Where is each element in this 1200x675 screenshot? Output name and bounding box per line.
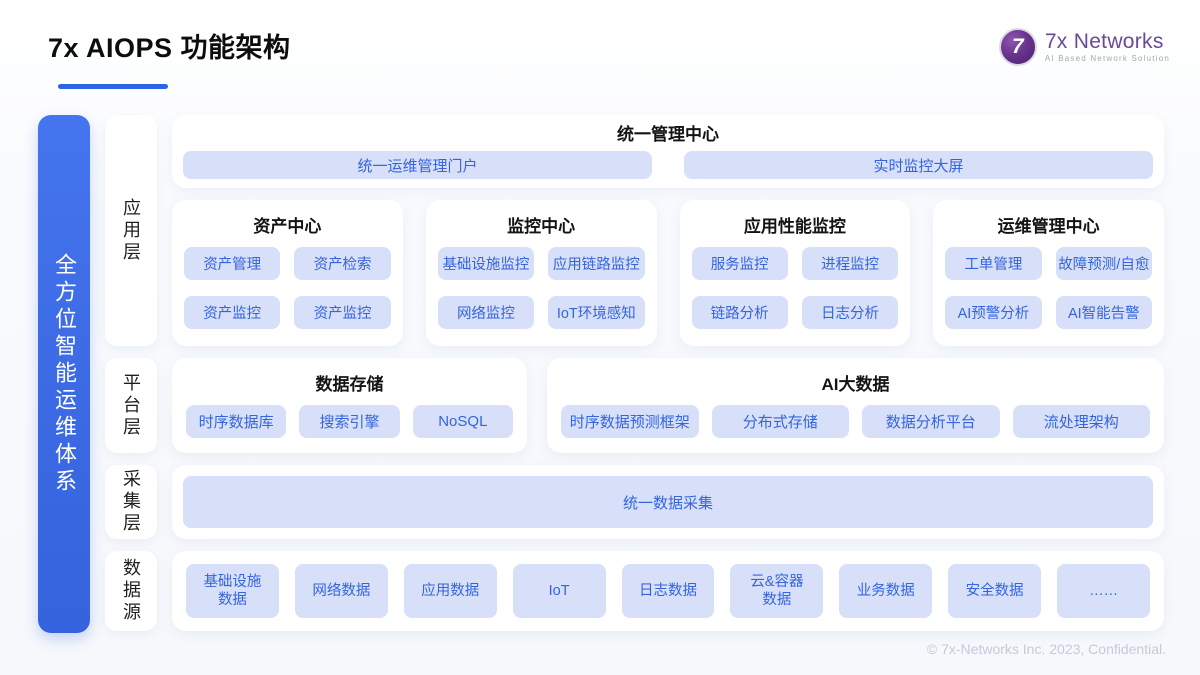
title-underline	[58, 84, 168, 89]
logo-text: 7x Networks AI Based Network Solution	[1045, 31, 1170, 63]
logo-name: 7x Networks	[1044, 30, 1164, 53]
card-items: 时序数据库 搜索引擎 NoSQL	[186, 405, 513, 438]
card-asset-center: 资产中心 资产管理 资产检索 资产监控 资产监控	[172, 200, 403, 346]
card-monitor-center: 监控中心 基础设施监控 应用链路监控 网络监控 IoT环境感知	[425, 200, 657, 346]
chip-iot: IoT	[512, 564, 606, 618]
layer-label: 数据源	[121, 558, 141, 624]
layer-platform: 平台层	[105, 358, 157, 453]
card-items: 服务监控 进程监控 链路分析 日志分析	[691, 247, 899, 329]
card-title: 数据存储	[315, 375, 384, 394]
chip: IoT环境感知	[548, 296, 645, 329]
app-layer-cards: 资产中心 资产管理 资产检索 资产监控 资产监控 监控中心 基础设施监控 应用链…	[172, 200, 1164, 346]
chip-security-data: 安全数据	[948, 564, 1042, 618]
card-data-storage: 数据存储 时序数据库 搜索引擎 NoSQL	[172, 358, 527, 453]
chip: 资产检索	[294, 247, 391, 280]
chip: 进程监控	[801, 247, 899, 280]
card-title: 监控中心	[507, 217, 576, 236]
copyright-footer: © 7x-Networks Inc. 2023, Confidential.	[926, 641, 1166, 657]
card-unified-mgmt: 统一管理中心 统一运维管理门户 实时监控大屏	[172, 115, 1164, 188]
layer-collection: 采集层	[105, 465, 157, 539]
chip: 资产管理	[184, 247, 281, 280]
diagram-content: 统一管理中心 统一运维管理门户 实时监控大屏 资产中心 资产管理 资产检索 资产…	[172, 115, 1164, 633]
side-banner-label: 全方位智能运维体系	[52, 252, 77, 496]
chip: 搜索引擎	[299, 405, 400, 438]
chip: 资产监控	[184, 296, 281, 329]
chip: 时序数据库	[186, 405, 287, 438]
chip-cloud-container-data: 云&容器 数据	[730, 564, 824, 618]
card-title: 应用性能监控	[743, 217, 846, 236]
chip: 应用链路监控	[548, 247, 645, 280]
chip-network-data: 网络数据	[294, 564, 388, 618]
card-items: 基础设施监控 应用链路监控 网络监控 IoT环境感知	[437, 247, 645, 329]
platform-layer-cards: 数据存储 时序数据库 搜索引擎 NoSQL AI大数据 时序数据预测框架 分布式…	[172, 358, 1164, 453]
card-apm: 应用性能监控 服务监控 进程监控 链路分析 日志分析	[679, 200, 911, 346]
chip-unified-data-collection: 统一数据采集	[183, 476, 1153, 528]
card-title: 统一管理中心	[617, 125, 719, 144]
chip: 服务监控	[691, 247, 788, 280]
chip: AI智能告警	[1055, 296, 1152, 329]
unified-items: 统一运维管理门户 实时监控大屏	[183, 151, 1153, 179]
chip: 数据分析平台	[862, 405, 1000, 438]
logo-tagline: AI Based Network Solution	[1044, 54, 1170, 63]
card-ops-mgmt-center: 运维管理中心 工单管理 故障预测/自愈 AI预警分析 AI智能告警	[933, 200, 1164, 346]
chip-realtime-dashboard: 实时监控大屏	[684, 151, 1153, 179]
layer-label: 应用层	[121, 197, 141, 264]
chip-infra-data: 基础设施 数据	[186, 564, 279, 618]
logo-7-icon: 7	[998, 28, 1037, 66]
chip: 工单管理	[945, 247, 1042, 280]
layer-label: 采集层	[121, 469, 141, 535]
card-items: 资产管理 资产检索 资产监控 资产监控	[184, 247, 391, 329]
architecture-diagram: 全方位智能运维体系 应用层 平台层 采集层 数据源 统一管理中心 统一运维管理门…	[38, 115, 1164, 633]
chip: 链路分析	[691, 296, 788, 329]
card-title: 资产中心	[253, 217, 322, 236]
layer-label: 平台层	[121, 372, 141, 439]
chip-log-data: 日志数据	[621, 564, 715, 618]
chip: 资产监控	[294, 296, 391, 329]
chip: 时序数据预测框架	[561, 405, 699, 438]
page-title: 7x AIOPS 功能架构	[48, 33, 291, 63]
chip-app-data: 应用数据	[403, 564, 497, 618]
card-title: 运维管理中心	[997, 217, 1100, 236]
chip: NoSQL	[412, 405, 513, 438]
chip: 网络监控	[437, 296, 535, 329]
chip: AI预警分析	[945, 296, 1042, 329]
card-ai-bigdata: AI大数据 时序数据预测框架 分布式存储 数据分析平台 流处理架构	[547, 358, 1164, 453]
chip: 分布式存储	[711, 405, 849, 438]
layer-application: 应用层	[105, 115, 157, 346]
chip: 日志分析	[801, 296, 899, 329]
chip: 故障预测/自愈	[1055, 247, 1152, 280]
layer-labels-column: 应用层 平台层 采集层 数据源	[105, 115, 157, 633]
chip-more-ellipsis: ……	[1057, 564, 1151, 618]
side-banner: 全方位智能运维体系	[38, 115, 90, 633]
card-items: 工单管理 故障预测/自愈 AI预警分析 AI智能告警	[945, 247, 1152, 329]
company-logo: 7 7x Networks AI Based Network Solution	[998, 28, 1170, 66]
card-datasources: 基础设施 数据 网络数据 应用数据 IoT 日志数据 云&容器 数据 业务数据 …	[172, 551, 1164, 631]
layer-datasource: 数据源	[105, 551, 157, 631]
card-title: AI大数据	[821, 375, 890, 394]
card-items: 时序数据预测框架 分布式存储 数据分析平台 流处理架构	[561, 405, 1150, 438]
chip-unified-portal: 统一运维管理门户	[183, 151, 652, 179]
chip: 基础设施监控	[437, 247, 535, 280]
chip-business-data: 业务数据	[839, 564, 933, 618]
card-unified-collection: 统一数据采集	[172, 465, 1164, 539]
chip: 流处理架构	[1012, 405, 1150, 438]
